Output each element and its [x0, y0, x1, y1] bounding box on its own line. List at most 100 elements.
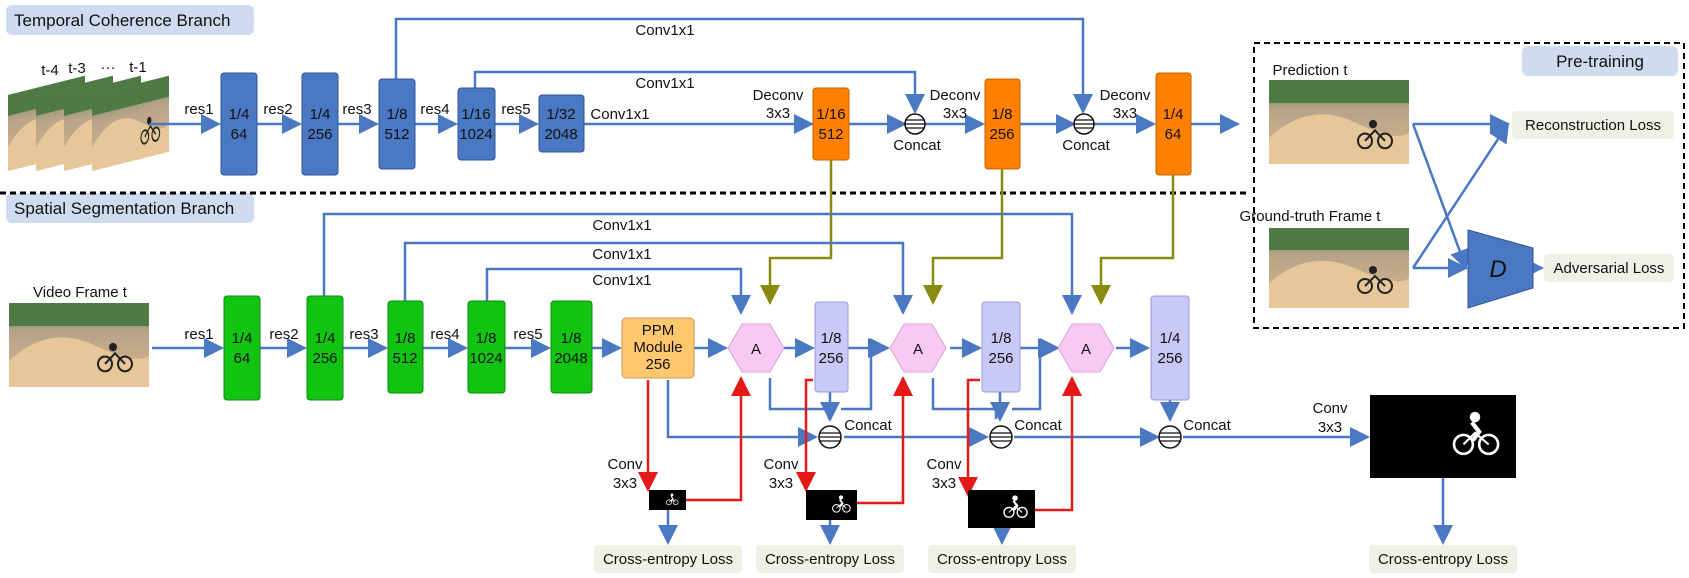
deconv-label-3b: 3x3 [1113, 105, 1137, 122]
temporal-decoder-1: 1/16 512 [812, 87, 850, 161]
svg-text:PPM: PPM [642, 322, 675, 339]
deconv-label-2a: Deconv [930, 87, 981, 104]
spatial-concat-1-label: Concat [844, 417, 892, 434]
frame-label-dots: ··· [101, 59, 116, 76]
ce-loss-1-label: Cross-entropy Loss [603, 551, 733, 568]
pretraining-box [1253, 42, 1685, 329]
spatial-block-2: 1/4 256 [306, 295, 344, 401]
ce-loss-3-label: Cross-entropy Loss [937, 551, 1067, 568]
spatial-concat-1 [818, 425, 842, 449]
svg-text:256: 256 [989, 126, 1014, 143]
svg-text:64: 64 [231, 126, 248, 143]
svg-text:Module: Module [633, 339, 682, 356]
discriminator-block: D [1467, 229, 1534, 309]
svg-text:1/8: 1/8 [821, 330, 842, 347]
temporal-concat-1-label: Concat [893, 137, 941, 154]
conv-label-3b: 3x3 [932, 475, 956, 492]
temporal-block-1: 1/4 64 [220, 72, 258, 176]
frame-label-t4: t-4 [41, 62, 59, 79]
temporal-concat-2-label: Concat [1062, 137, 1110, 154]
prediction-label: Prediction t [1272, 62, 1348, 79]
red-arrows [638, 376, 1082, 512]
temporal-concat-1 [904, 113, 926, 135]
svg-text:1024: 1024 [469, 350, 502, 367]
svg-text:1/16: 1/16 [461, 106, 490, 123]
spatial-concat-3-label: Concat [1183, 417, 1231, 434]
spatial-arrows [152, 212, 1453, 545]
temporal-block-3: 1/8 512 [378, 78, 416, 170]
svg-text:A: A [913, 341, 923, 358]
prediction-image [1267, 78, 1411, 166]
skip-top-label: Conv1x1 [635, 22, 694, 39]
svg-text:1/4: 1/4 [1163, 106, 1184, 123]
temporal-to-spatial-arrows [760, 160, 1175, 305]
svg-text:256: 256 [312, 350, 337, 367]
svg-text:1/8: 1/8 [395, 330, 416, 347]
svg-text:512: 512 [392, 350, 417, 367]
svg-text:2048: 2048 [544, 126, 577, 143]
svg-text:1024: 1024 [459, 126, 492, 143]
svg-text:1/4: 1/4 [315, 330, 336, 347]
svg-text:256: 256 [645, 356, 670, 373]
deconv-label-2b: 3x3 [943, 105, 967, 122]
mask-output-2 [806, 490, 857, 520]
pretraining-label-bg [1522, 46, 1678, 76]
mask-output-final [1370, 395, 1516, 478]
conv-label-final-a: Conv [1312, 400, 1348, 417]
spatial-skip-label-1: Conv1x1 [592, 217, 651, 234]
svg-text:1/8: 1/8 [387, 106, 408, 123]
spatial-res3-label: res3 [349, 326, 378, 343]
temporal-res5-label: res5 [501, 101, 530, 118]
svg-text:A: A [1081, 341, 1091, 358]
conv-label-3a: Conv [926, 456, 962, 473]
conv-after-res5-label: Conv1x1 [590, 106, 649, 123]
temporal-decoder-3: 1/4 64 [1155, 72, 1192, 176]
temporal-res1-label: res1 [184, 101, 213, 118]
svg-text:512: 512 [384, 126, 409, 143]
spatial-res5-label: res5 [513, 326, 542, 343]
conv-label-1b: 3x3 [613, 475, 637, 492]
ce-loss-final-bg [1369, 545, 1517, 573]
deconv-label-1a: Deconv [753, 87, 804, 104]
svg-text:1/8: 1/8 [992, 106, 1013, 123]
spatial-concat-2-label: Concat [1014, 417, 1062, 434]
temporal-branch-label-bg [6, 5, 254, 35]
svg-text:256: 256 [818, 350, 843, 367]
svg-text:1/4: 1/4 [229, 106, 250, 123]
refine-block-1: 1/8 256 [814, 301, 849, 393]
svg-text:2048: 2048 [554, 350, 587, 367]
svg-text:1/4: 1/4 [310, 106, 331, 123]
spatial-branch-label-bg [6, 193, 254, 223]
mask-output-1 [649, 490, 686, 510]
conv-label-2b: 3x3 [769, 475, 793, 492]
temporal-block-2: 1/4 256 [301, 72, 339, 176]
ce-loss-2-bg [756, 545, 904, 573]
spatial-res4-label: res4 [430, 326, 459, 343]
temporal-res3-label: res3 [342, 101, 371, 118]
spatial-block-1: 1/4 64 [223, 295, 261, 401]
spatial-skip-label-2: Conv1x1 [592, 246, 651, 263]
temporal-decoder-2: 1/8 256 [984, 78, 1021, 170]
svg-text:D: D [1489, 256, 1506, 283]
svg-text:256: 256 [307, 126, 332, 143]
frame-label-t3: t-3 [68, 60, 86, 77]
ce-loss-2-label: Cross-entropy Loss [765, 551, 895, 568]
conv-label-final-b: 3x3 [1318, 419, 1342, 436]
temporal-arrows [150, 17, 1240, 134]
svg-text:256: 256 [988, 350, 1013, 367]
spatial-res2-label: res2 [269, 326, 298, 343]
ce-loss-3-bg [928, 545, 1076, 573]
svg-text:1/16: 1/16 [816, 106, 845, 123]
svg-text:1/8: 1/8 [561, 330, 582, 347]
pretrain-arrows [1411, 114, 1544, 278]
ce-loss-1-bg [594, 545, 742, 573]
reconstruction-loss-bg [1512, 111, 1674, 139]
adversarial-loss-label: Adversarial Loss [1554, 260, 1665, 277]
conv-label-2a: Conv [763, 456, 799, 473]
attention-module-2: A [889, 323, 947, 373]
svg-text:64: 64 [234, 350, 251, 367]
pretraining-title: Pre-training [1556, 52, 1644, 71]
frame-label-t1: t-1 [129, 59, 147, 76]
